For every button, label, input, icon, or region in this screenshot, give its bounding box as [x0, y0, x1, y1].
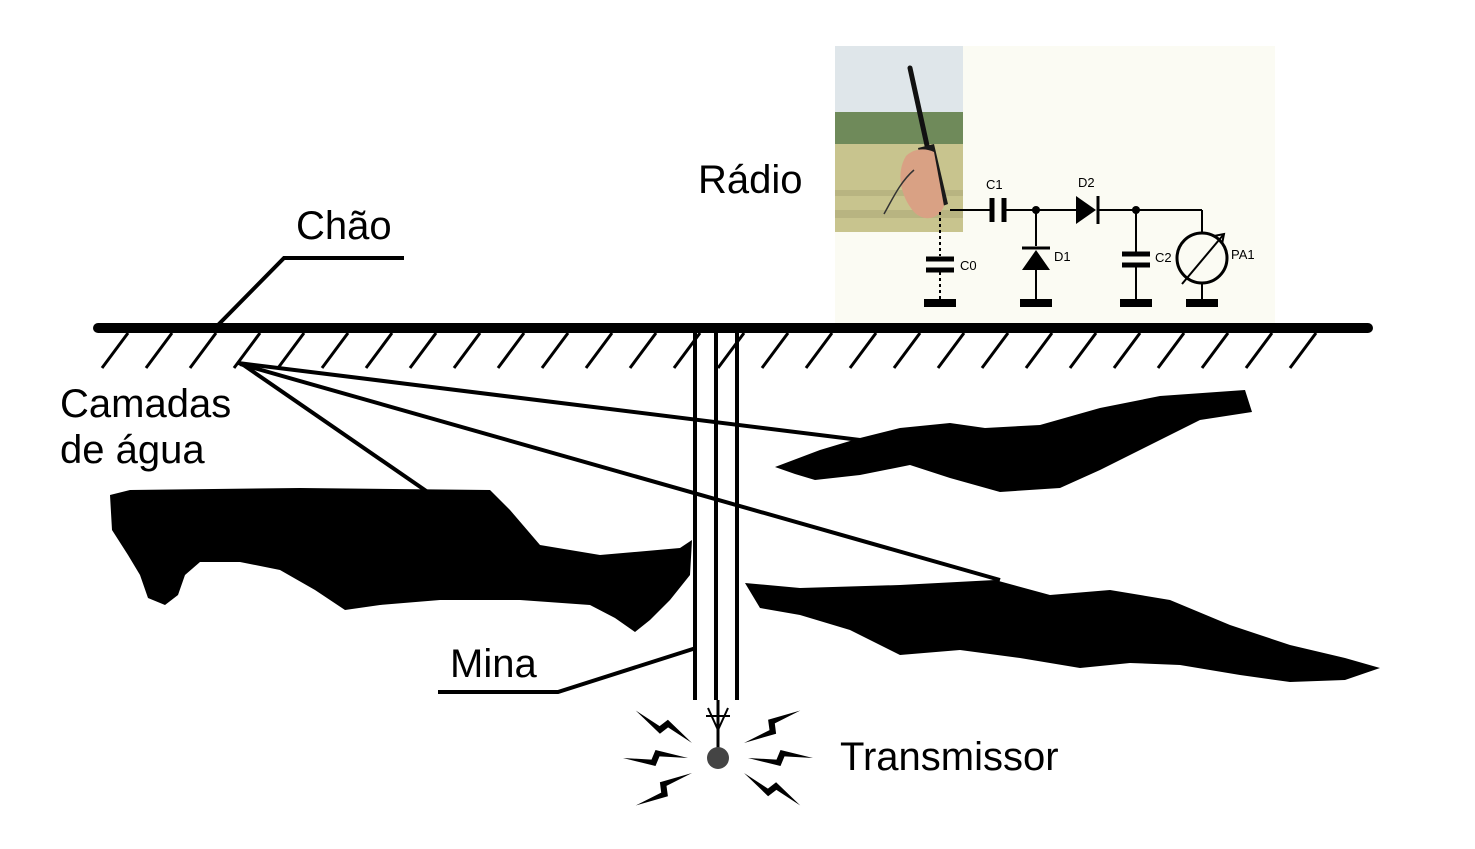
ground-hatch-mark	[1156, 332, 1186, 369]
capacitor-c1	[989, 198, 1007, 222]
ground-hatch-mark	[1200, 332, 1230, 369]
transmissor-label: Transmissor	[840, 735, 1059, 779]
ground-hatch-mark	[1024, 332, 1054, 369]
ground-hatch-mark	[628, 332, 658, 369]
transmitter-sphere-icon	[706, 700, 730, 769]
d1-label: D1	[1054, 249, 1071, 264]
ground-hatch-mark	[364, 332, 394, 369]
camadas-label-line1: Camadas	[60, 382, 232, 426]
mina-label: Mina	[450, 642, 537, 686]
c1-label: C1	[986, 177, 1003, 192]
lightning-bolt-icon	[744, 773, 801, 806]
mina-leader-line	[438, 646, 697, 694]
ground-hatch-mark	[760, 332, 790, 369]
capacitor-c2	[1122, 251, 1150, 268]
water-layer-upper-right	[775, 390, 1252, 492]
capacitor-c0	[926, 256, 954, 273]
c2-label: C2	[1155, 250, 1172, 265]
water-layer-left	[110, 488, 692, 632]
reflection-lines	[237, 361, 1001, 582]
diode-d2	[1076, 196, 1100, 224]
diode-d1	[1022, 246, 1050, 270]
lightning-signal-icon	[623, 710, 813, 806]
chao-leader-line	[216, 256, 404, 327]
ground-hatch-mark	[540, 332, 570, 369]
lightning-bolt-icon	[635, 710, 692, 743]
circuit-nodes	[1032, 206, 1140, 214]
ground-hatch-mark	[936, 332, 966, 369]
ground-hatch-mark	[1244, 332, 1274, 369]
lightning-bolt-icon	[744, 710, 801, 743]
lightning-bolt-icon	[623, 750, 688, 766]
ground-hatch-mark	[452, 332, 482, 369]
ground-hatch-mark	[980, 332, 1010, 369]
d2-label: D2	[1078, 175, 1095, 190]
ground-hatch-mark	[1068, 332, 1098, 369]
lightning-bolt-icon	[635, 773, 692, 806]
c0-label: C0	[960, 258, 977, 273]
ground-hatch-mark	[1112, 332, 1142, 369]
ground-hatch-mark	[188, 332, 218, 369]
ground-hatch-mark	[496, 332, 526, 369]
ground-hatch-mark	[100, 332, 130, 369]
ground-hatch-mark	[408, 332, 438, 369]
water-layer-lower-right	[745, 580, 1380, 682]
ground-hatch-mark	[804, 332, 834, 369]
chao-label: Chão	[296, 204, 392, 248]
pa1-label: PA1	[1231, 247, 1255, 262]
ground-hatch-mark	[276, 332, 306, 369]
ground-hatching	[100, 332, 1318, 369]
lightning-bolt-icon	[748, 750, 813, 766]
ground-hatch-mark	[892, 332, 922, 369]
ground-hatch-mark	[716, 332, 746, 369]
radio-label: Rádio	[698, 158, 803, 202]
ground-hatch-mark	[144, 332, 174, 369]
ground-hatch-mark	[320, 332, 350, 369]
ground-hatch-mark	[1288, 332, 1318, 369]
mine-shaft	[693, 330, 739, 700]
meter-pa1	[1175, 231, 1229, 285]
ground-hatch-mark	[584, 332, 614, 369]
circuit-ground-bars	[924, 299, 1218, 307]
circuit-wires	[939, 209, 1203, 300]
ground-hatch-mark	[848, 332, 878, 369]
handheld-radio-photo	[835, 46, 963, 232]
camadas-label-line2: de água	[60, 428, 205, 472]
